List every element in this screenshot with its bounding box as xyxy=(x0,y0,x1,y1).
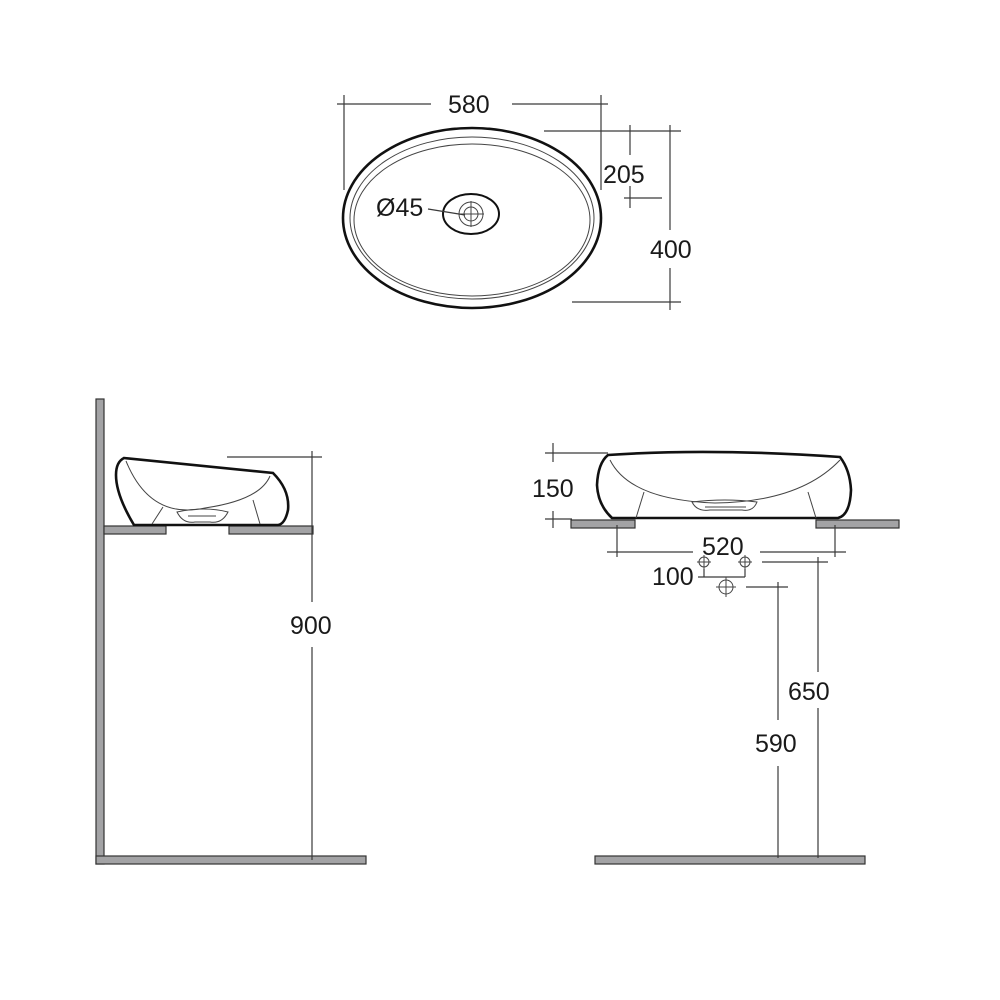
supply-height-label: 590 xyxy=(755,730,797,758)
support-span-label: 520 xyxy=(702,533,744,561)
top-view: Ø45 580 400 205 xyxy=(337,91,692,310)
waste-outlet-marker-icon xyxy=(716,577,736,597)
waste-diameter-label: Ø45 xyxy=(376,194,423,222)
floor-side xyxy=(95,855,367,865)
front-view: 150 520 100 650 xyxy=(532,443,900,865)
tap-hole-left-icon xyxy=(697,555,711,569)
countertop-right xyxy=(228,525,314,535)
basin-inner-rim xyxy=(349,136,595,300)
tap-spacing-label: 100 xyxy=(652,563,694,591)
basin-bowl-edge xyxy=(353,143,591,297)
tap-hole-right-icon xyxy=(738,555,752,569)
countertop-left xyxy=(103,525,167,535)
countertop-front-left xyxy=(570,519,636,529)
depth-label: 400 xyxy=(650,236,692,264)
height-label: 900 xyxy=(290,612,332,640)
side-view: 900 xyxy=(95,398,367,865)
floor-front xyxy=(594,855,866,865)
width-label: 580 xyxy=(448,91,490,119)
waste-height-label: 650 xyxy=(788,678,830,706)
basin-height-label: 150 xyxy=(532,475,574,503)
wall xyxy=(95,398,105,865)
countertop-front-right xyxy=(815,519,900,529)
waste-offset-label: 205 xyxy=(603,161,645,189)
basin-front-profile xyxy=(595,450,853,520)
basin-side-profile xyxy=(114,456,290,527)
waste-diameter-leader xyxy=(427,208,466,216)
